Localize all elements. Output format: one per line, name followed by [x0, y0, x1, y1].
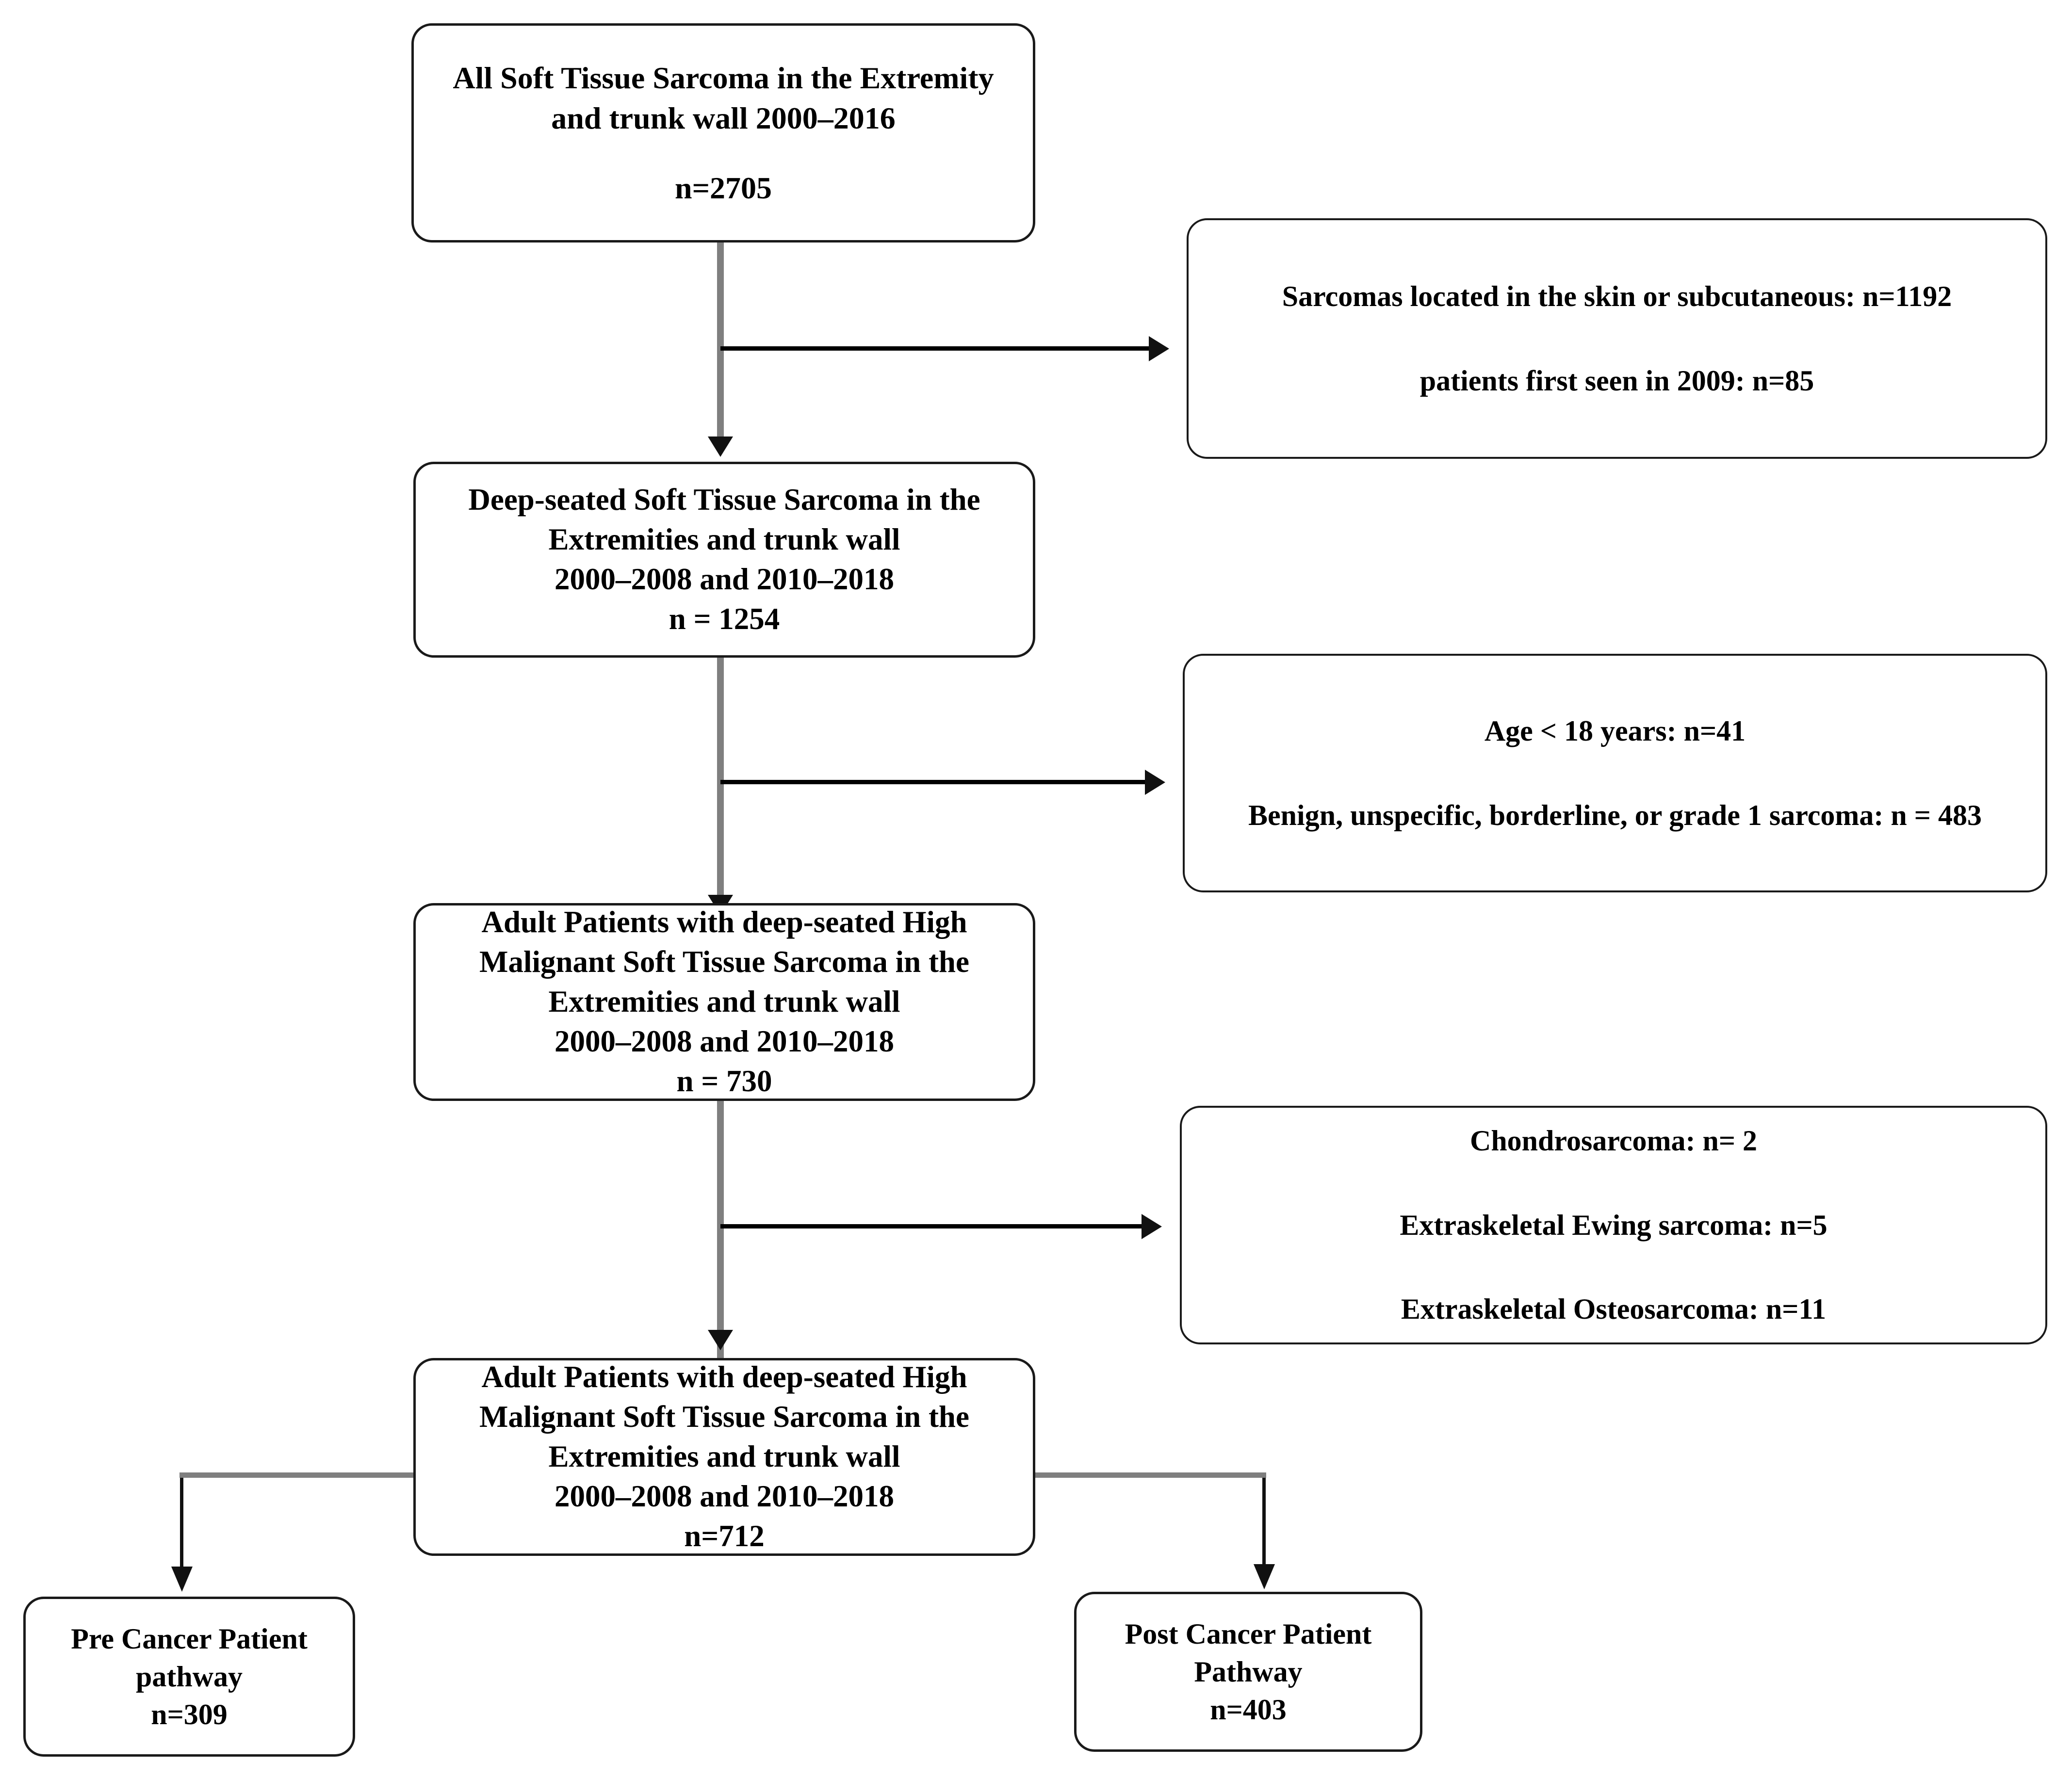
node-n2-count: n = 1254: [669, 601, 780, 636]
arrowhead-branch-to-e1: [1149, 336, 1169, 361]
node-adult-high-malignant-712[interactable]: Adult Patients with deep-seated High Mal…: [413, 1358, 1035, 1556]
node-post-line1: Post Cancer Patient: [1125, 1618, 1372, 1650]
exclusion-e2-line2: Benign, unspecific, borderline, or grade…: [1248, 799, 1982, 831]
connector-n3-to-n4: [717, 1101, 724, 1358]
node-post-count: n=403: [1210, 1694, 1287, 1726]
node-n4-line2: Malignant Soft Tissue Sarcoma in the: [479, 1400, 969, 1434]
node-n4-line4: 2000–2008 and 2010–2018: [554, 1479, 895, 1513]
exclusion-e3-line1: Chondrosarcoma: n= 2: [1469, 1125, 1758, 1157]
node-n3-count: n = 730: [676, 1064, 772, 1098]
node-pre-cancer-patient-pathway[interactable]: Pre Cancer Patient pathway n=309: [23, 1597, 355, 1757]
arrowhead-n4-to-pre: [171, 1567, 193, 1592]
node-n1-line1: All Soft Tissue Sarcoma in the Extremity: [453, 60, 994, 95]
node-adult-high-malignant-730[interactable]: Adult Patients with deep-seated High Mal…: [413, 903, 1035, 1101]
connector-n2-to-n3: [717, 656, 724, 901]
arrowhead-n3-to-n4: [708, 1330, 733, 1350]
exclusion-e1-line1: Sarcomas located in the skin or subcutan…: [1282, 280, 1952, 313]
arrowhead-branch-to-e2: [1145, 770, 1165, 795]
exclusion-e3-line3: Extraskeletal Osteosarcoma: n=11: [1401, 1293, 1827, 1325]
node-n4-line3: Extremities and trunk wall: [548, 1439, 900, 1474]
node-exclusion-age-benign[interactable]: Age < 18 years: n=41 Benign, unspecific,…: [1183, 654, 2047, 892]
node-all-soft-tissue-sarcoma[interactable]: All Soft Tissue Sarcoma in the Extremity…: [411, 23, 1035, 242]
node-n3-line1: Adult Patients with deep-seated High: [481, 905, 967, 939]
node-pre-line1: Pre Cancer Patient: [71, 1623, 308, 1655]
exclusion-e2-line1: Age < 18 years: n=41: [1484, 715, 1746, 747]
node-n4-count: n=712: [684, 1519, 765, 1553]
node-n2-line3: 2000–2008 and 2010–2018: [554, 562, 895, 596]
exclusion-e1-line2: patients first seen in 2009: n=85: [1419, 364, 1814, 397]
node-n3-line2: Malignant Soft Tissue Sarcoma in the: [479, 945, 969, 979]
node-pre-line2: pathway: [135, 1661, 243, 1693]
connector-n4-right-horizontal: [1024, 1472, 1266, 1478]
connector-branch-to-e1: [720, 346, 1150, 351]
node-post-line2: Pathway: [1194, 1656, 1303, 1688]
node-deep-seated-soft-tissue-sarcoma[interactable]: Deep-seated Soft Tissue Sarcoma in the E…: [413, 462, 1035, 658]
connector-branch-to-e2: [720, 780, 1146, 784]
node-n2-line2: Extremities and trunk wall: [548, 522, 900, 557]
node-post-cancer-patient-pathway[interactable]: Post Cancer Patient Pathway n=403: [1074, 1592, 1422, 1752]
node-n2-line1: Deep-seated Soft Tissue Sarcoma in the: [468, 483, 980, 517]
node-n3-line3: Extremities and trunk wall: [548, 985, 900, 1019]
exclusion-e3-line2: Extraskeletal Ewing sarcoma: n=5: [1400, 1209, 1827, 1241]
connector-n4-to-pre-vertical: [180, 1472, 183, 1569]
node-exclusion-skin-subcutaneous[interactable]: Sarcomas located in the skin or subcutan…: [1187, 218, 2047, 459]
connector-n4-left-horizontal: [179, 1472, 422, 1478]
node-exclusion-other-sarcoma-types[interactable]: Chondrosarcoma: n= 2 Extraskeletal Ewing…: [1180, 1106, 2047, 1344]
node-pre-count: n=309: [151, 1698, 228, 1730]
node-n4-line1: Adult Patients with deep-seated High: [481, 1360, 967, 1394]
node-n1-line2: and trunk wall 2000–2016: [551, 101, 896, 135]
arrowhead-branch-to-e3: [1142, 1214, 1162, 1239]
connector-n4-to-post-vertical: [1262, 1472, 1266, 1567]
arrowhead-n4-to-post: [1254, 1564, 1275, 1589]
node-n3-line4: 2000–2008 and 2010–2018: [554, 1024, 895, 1058]
connector-branch-to-e3: [720, 1224, 1142, 1228]
node-n1-count: n=2705: [674, 170, 772, 205]
arrowhead-n1-to-n2: [708, 436, 733, 457]
